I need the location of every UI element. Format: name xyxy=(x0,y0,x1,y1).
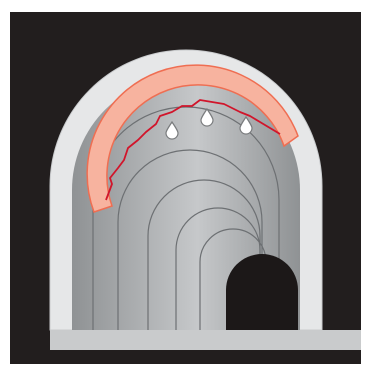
floor-slab xyxy=(50,330,361,350)
portal-opening xyxy=(226,254,298,330)
